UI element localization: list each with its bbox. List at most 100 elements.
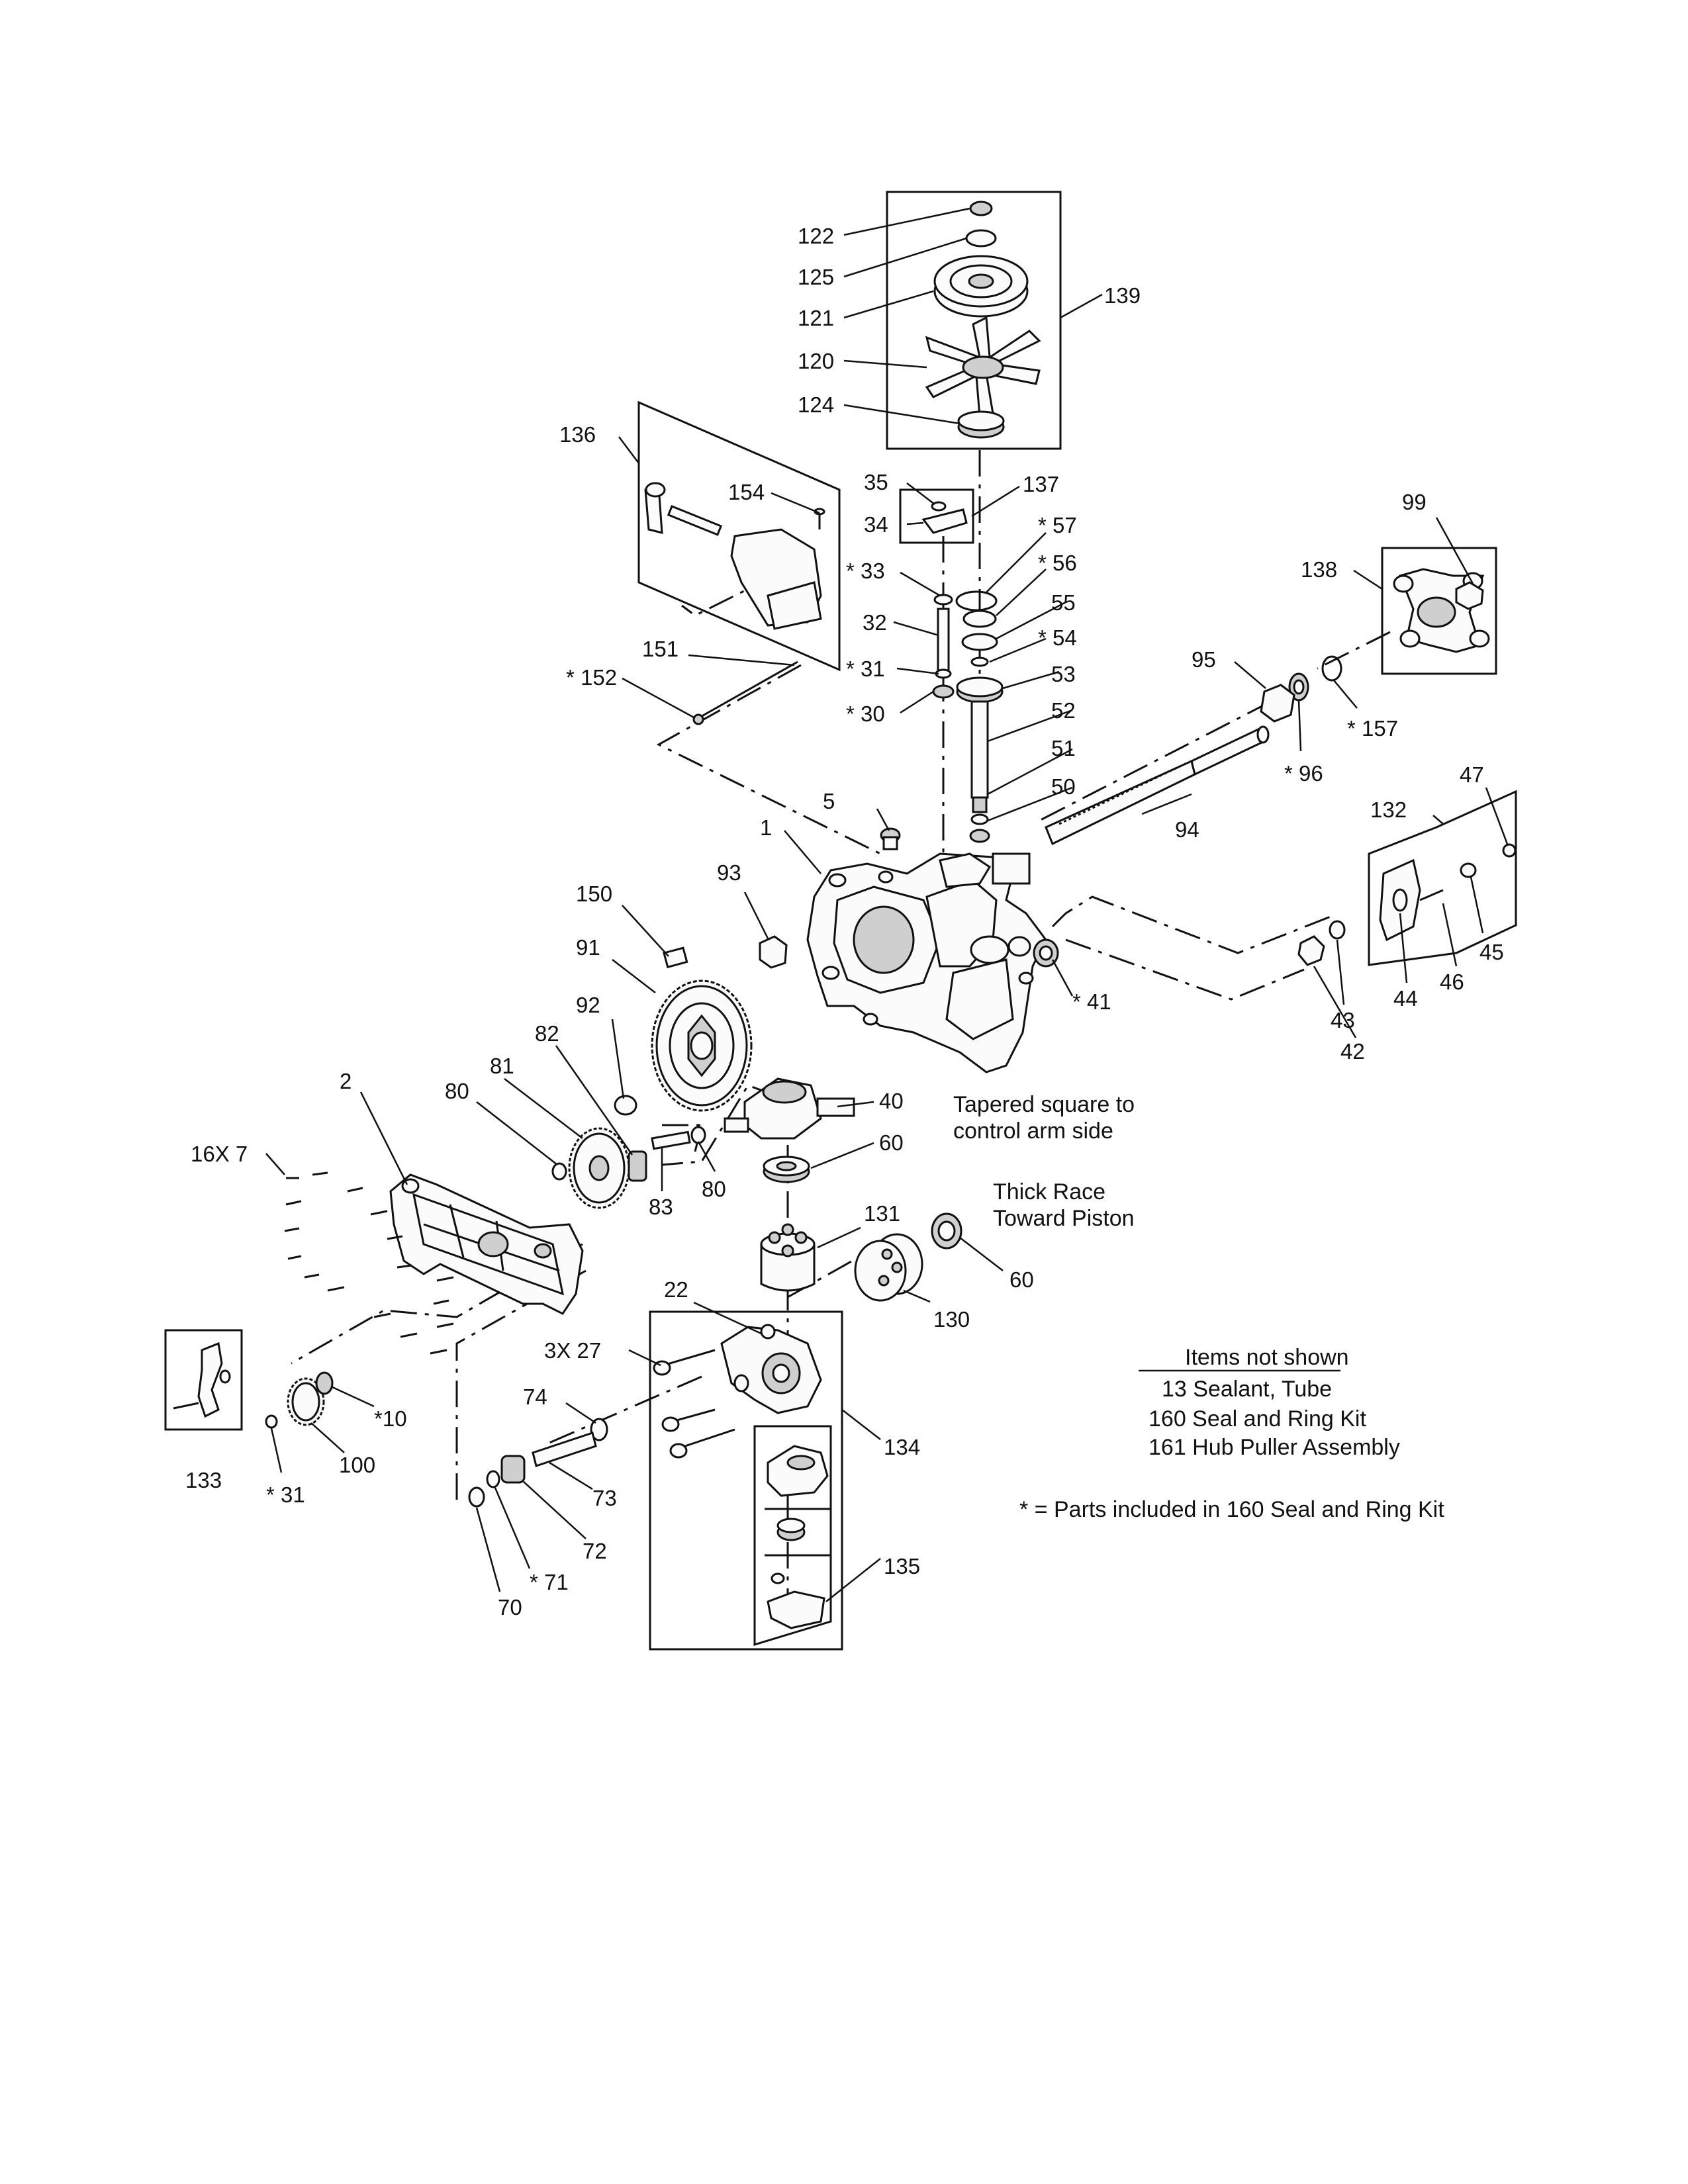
bypass-133 bbox=[173, 1342, 231, 1418]
box-132-brake bbox=[1368, 790, 1517, 966]
callout-122: 122 bbox=[798, 224, 834, 248]
note-tapered-line2: control arm side bbox=[953, 1118, 1113, 1144]
fitting-150 bbox=[663, 946, 688, 969]
washer-92 bbox=[614, 1095, 637, 1116]
callout-135: 135 bbox=[884, 1554, 920, 1578]
rod-151 bbox=[692, 660, 798, 725]
bearing-60b bbox=[931, 1212, 962, 1250]
callout-92: 92 bbox=[576, 993, 600, 1017]
bolts-7 bbox=[284, 1171, 454, 1355]
callout-16x7: 16X 7 bbox=[191, 1142, 248, 1166]
plug-5 bbox=[880, 827, 901, 850]
fan-hub-124 bbox=[957, 410, 1005, 439]
nut-95 bbox=[1260, 684, 1295, 723]
callout-154: 154 bbox=[728, 480, 765, 504]
bearing-60a bbox=[763, 1156, 810, 1183]
nut-99 bbox=[1455, 581, 1484, 610]
callout-100: 100 bbox=[339, 1453, 375, 1477]
callout-labels: 122 125 121 139 120 124 136 154 35 137 3… bbox=[185, 224, 1504, 1619]
gear-100 bbox=[287, 1377, 325, 1426]
box-137-bracket bbox=[899, 488, 974, 544]
main-housing-1 bbox=[806, 852, 1047, 1073]
fan-120 bbox=[925, 316, 1041, 418]
callout-83: 83 bbox=[649, 1195, 673, 1219]
callout-56: * 56 bbox=[1038, 551, 1077, 575]
callout-55: 55 bbox=[1051, 590, 1076, 615]
bolts-27 bbox=[653, 1349, 735, 1459]
gear-81 bbox=[568, 1127, 630, 1209]
callout-134: 134 bbox=[884, 1435, 920, 1459]
callout-41: * 41 bbox=[1072, 989, 1111, 1014]
items-not-shown-item-3: 161 Hub Puller Assembly bbox=[1149, 1435, 1400, 1460]
callout-53: 53 bbox=[1051, 662, 1076, 686]
callout-131: 131 bbox=[864, 1201, 900, 1226]
side-cover-2 bbox=[389, 1173, 584, 1315]
callout-125: 125 bbox=[798, 265, 834, 289]
callout-47: 47 bbox=[1460, 762, 1484, 787]
box-134-center-section bbox=[649, 1310, 843, 1651]
callout-40: 40 bbox=[879, 1089, 904, 1113]
shaft-stack-32 bbox=[932, 594, 955, 699]
callout-42: 42 bbox=[1340, 1039, 1365, 1064]
callout-60a: 60 bbox=[879, 1130, 904, 1155]
washer-80b bbox=[690, 1126, 706, 1144]
callout-50: 50 bbox=[1051, 774, 1076, 799]
box-138-hub bbox=[1381, 547, 1497, 675]
nut-93 bbox=[759, 935, 788, 969]
callout-71: * 71 bbox=[530, 1570, 569, 1594]
callout-80b: 80 bbox=[702, 1177, 726, 1201]
callout-51: 51 bbox=[1051, 736, 1076, 760]
box-135-charge-pump bbox=[753, 1425, 832, 1647]
items-not-shown-item-2: 160 Seal and Ring Kit bbox=[1149, 1406, 1366, 1432]
callout-1: 1 bbox=[760, 815, 772, 840]
box-133-bypass bbox=[164, 1329, 243, 1431]
callout-133: 133 bbox=[185, 1468, 222, 1492]
box-136-control-arm bbox=[637, 400, 841, 672]
notes: Tapered square to control arm side Thick… bbox=[953, 1092, 1444, 1522]
callout-33: * 33 bbox=[846, 559, 885, 583]
charge-pump-135 bbox=[767, 1445, 829, 1629]
callout-93: 93 bbox=[717, 860, 741, 885]
brake-parts-132 bbox=[1297, 843, 1517, 966]
callout-60b: 60 bbox=[1009, 1267, 1034, 1292]
ring-157 bbox=[1321, 655, 1342, 682]
bracket-34 bbox=[921, 501, 968, 534]
callout-150: 150 bbox=[576, 882, 612, 906]
callout-34: 34 bbox=[864, 512, 888, 537]
callout-32: 32 bbox=[863, 610, 887, 635]
callout-132: 132 bbox=[1370, 797, 1407, 822]
trunnion-40 bbox=[724, 1077, 855, 1140]
axle-94 bbox=[1045, 725, 1270, 846]
callout-45: 45 bbox=[1479, 940, 1504, 964]
callout-81: 81 bbox=[490, 1054, 514, 1078]
seal-41 bbox=[1033, 938, 1059, 968]
hub-138 bbox=[1393, 568, 1490, 653]
callout-120: 120 bbox=[798, 349, 834, 373]
callout-44: 44 bbox=[1393, 986, 1418, 1011]
callout-152: * 152 bbox=[566, 665, 617, 690]
callout-99: 99 bbox=[1402, 490, 1427, 514]
callout-57: * 57 bbox=[1038, 513, 1077, 537]
washer-70 bbox=[468, 1486, 485, 1508]
input-shaft-stack bbox=[955, 590, 1004, 843]
screw-154 bbox=[814, 508, 825, 529]
pinion-82 bbox=[628, 1150, 647, 1182]
pulley-121 bbox=[933, 255, 1029, 318]
center-section-134 bbox=[720, 1324, 822, 1414]
callout-70: 70 bbox=[498, 1595, 522, 1619]
callout-35: 35 bbox=[864, 470, 888, 494]
assembly-boxes bbox=[164, 191, 1517, 1651]
callout-124: 124 bbox=[798, 392, 834, 417]
box-139-fan-pulley bbox=[886, 191, 1062, 450]
nut-122 bbox=[969, 201, 993, 216]
cylinder-block-131 bbox=[760, 1223, 816, 1292]
items-not-shown-item-1: 13 Sealant, Tube bbox=[1162, 1377, 1332, 1402]
callout-10: *10 bbox=[374, 1406, 407, 1431]
callout-130: 130 bbox=[933, 1307, 970, 1332]
callout-137: 137 bbox=[1023, 472, 1059, 496]
callout-46: 46 bbox=[1440, 970, 1464, 994]
callout-136: 136 bbox=[559, 422, 596, 447]
callout-5: 5 bbox=[823, 789, 835, 813]
shaft-73 bbox=[532, 1432, 597, 1467]
